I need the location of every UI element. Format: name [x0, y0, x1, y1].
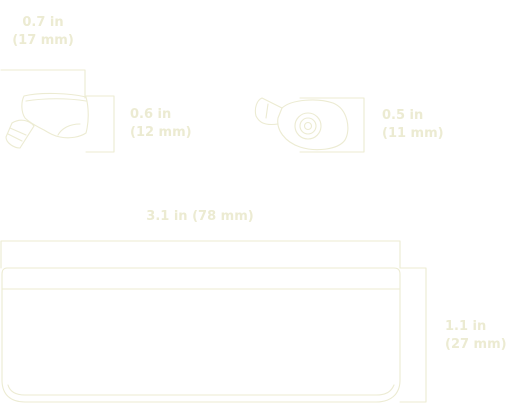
- case-height-label: 1.1 in (27 mm): [445, 318, 507, 354]
- earbud-front-stem: [254, 97, 283, 126]
- earbud-side-drawing: [0, 69, 115, 153]
- earbud-front-drawing: [254, 97, 365, 153]
- earbud-side-height-label: 0.6 in (12 mm): [130, 106, 192, 142]
- case-height-guide: [399, 267, 427, 403]
- earbud-front-body: [277, 99, 349, 151]
- earbud-front-stem-detail: [265, 103, 269, 119]
- earbud-front-height-in: 0.5 in: [382, 108, 424, 123]
- earbud-side-body: [21, 92, 89, 139]
- earbud-front-core: [303, 121, 313, 131]
- earbud-side-top-band: [25, 98, 87, 102]
- earbud-side-width-mm: (17 mm): [12, 33, 74, 48]
- earbud-side-width-label: 0.7 in (17 mm): [0, 14, 86, 50]
- earbud-side-height-guide: [85, 95, 115, 153]
- case-height-mm: (27 mm): [445, 337, 507, 352]
- earbud-side-inner-curve: [57, 123, 81, 136]
- case-drawing: [0, 240, 427, 403]
- case-height-in: 1.1 in: [445, 319, 487, 334]
- earbud-side-width-guide: [0, 69, 86, 99]
- case-width-guide: [0, 240, 401, 269]
- earbud-front-outer-ring: [294, 112, 322, 140]
- case-width-value: 3.1 in (78 mm): [146, 209, 254, 224]
- earbud-side-tip: [5, 119, 35, 149]
- earbud-front-height-mm: (11 mm): [382, 126, 444, 141]
- earbud-side-tip-ring-2: [7, 133, 23, 142]
- earbud-side-width-in: 0.7 in: [22, 15, 64, 30]
- earbud-side-height-in: 0.6 in: [130, 107, 172, 122]
- earbud-side-height-mm: (12 mm): [130, 125, 192, 140]
- case-bottom-curve: [7, 384, 395, 396]
- case-body: [1, 267, 401, 403]
- case-width-label: 3.1 in (78 mm): [100, 208, 300, 226]
- earbud-front-height-label: 0.5 in (11 mm): [382, 107, 444, 143]
- earbud-front-inner-ring: [299, 117, 317, 135]
- earbud-side-tip-ring-1: [9, 127, 27, 136]
- earbud-front-height-guide: [299, 97, 365, 153]
